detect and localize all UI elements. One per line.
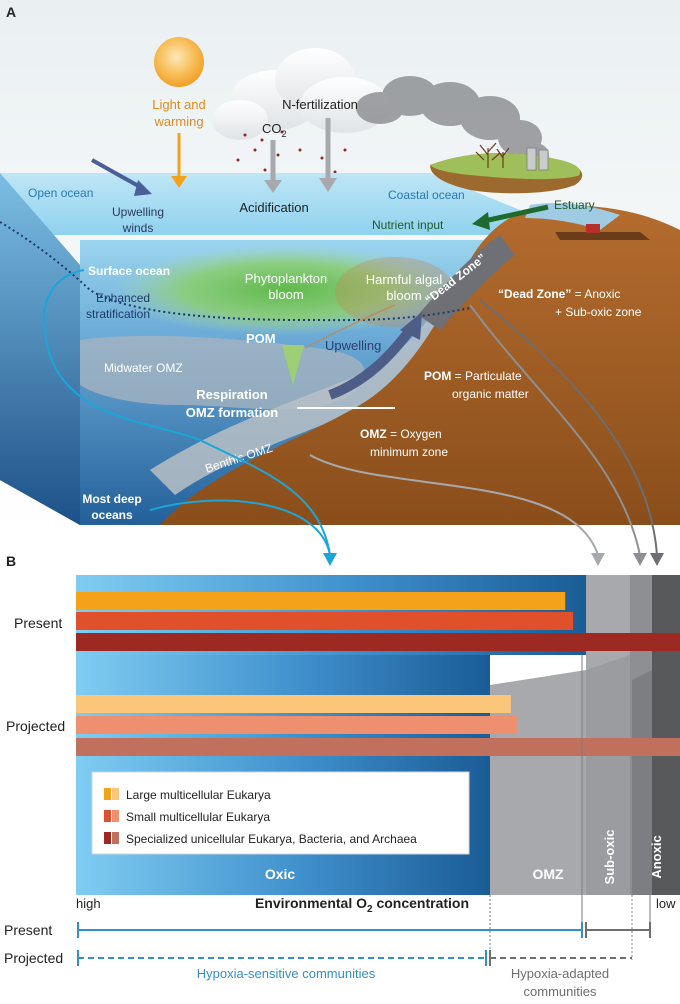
present-bar-small: [76, 612, 574, 630]
svg-text:bloom: bloom: [386, 288, 421, 303]
estuary-channel: [525, 203, 620, 230]
zone-label-suboxic: Sub-oxic: [602, 830, 617, 885]
present-bar-unicellular: [76, 633, 680, 651]
benthic-omz-connector: [309, 454, 599, 556]
present-bar-large: [76, 592, 566, 610]
smoke-plume: [356, 76, 549, 167]
row-label-present: Present: [14, 615, 62, 631]
timeline-label-projected: Projected: [4, 950, 63, 966]
svg-text:bloom: bloom: [268, 287, 303, 302]
legend-label: Small multicellular Eukarya: [126, 810, 270, 824]
hypoxia-adapted-label: Hypoxia-adapted: [511, 966, 609, 981]
dead-zone-connector-1: [469, 304, 641, 556]
nutrient-input-label: Nutrient input: [372, 218, 444, 232]
zone-label-oxic: Oxic: [265, 866, 296, 882]
coastal-ocean-label: Coastal ocean: [388, 188, 465, 202]
projected-bar-large: [76, 695, 511, 713]
svg-text:warming: warming: [153, 114, 203, 129]
zone-label-anoxic: Anoxic: [649, 835, 664, 878]
axis-high-label: high: [76, 896, 101, 911]
svg-text:OMZ formation: OMZ formation: [186, 405, 278, 420]
upwelling-winds-label: Upwelling: [112, 205, 164, 219]
continental-slope: [160, 205, 680, 525]
dead-zone-definition: “Dead Zone” = Anoxic: [498, 287, 620, 301]
svg-text:organic matter: organic matter: [452, 387, 529, 401]
deep-ocean-connector: [149, 499, 331, 556]
svg-text:winds: winds: [122, 221, 154, 235]
respiration-label: Respiration: [196, 387, 268, 402]
harmful-algal-bloom-label: Harmful algal: [366, 272, 443, 287]
axis-low-label: low: [656, 896, 676, 911]
stratification-line: [0, 221, 471, 322]
co2-label: CO2: [262, 121, 287, 139]
acidification-label: Acidification: [239, 200, 308, 215]
cloud-icon: [212, 48, 390, 140]
pom-label: POM: [246, 331, 276, 346]
stratification-label: Enhanced: [96, 291, 150, 305]
legend-swatch-dark: [104, 788, 111, 800]
legend-box: [91, 771, 470, 855]
estuary-label: Estuary: [554, 198, 595, 212]
legend-item: Specialized unicellular Eukarya, Bacteri…: [104, 832, 417, 846]
upwelling-label: Upwelling: [325, 338, 381, 353]
phytoplankton-label: Phytoplankton: [245, 271, 327, 286]
legend-label: Large multicellular Eukarya: [126, 788, 271, 802]
projected-bar-unicellular: [76, 738, 680, 756]
dead-zone-connector-2: [479, 299, 658, 556]
row-label-projected: Projected: [6, 718, 65, 734]
zone-label-omz: OMZ: [532, 866, 564, 882]
omz-definition: OMZ = Oxygen: [360, 427, 442, 441]
nutrient-input-arrow: [483, 204, 549, 224]
pom-arrow: [282, 345, 304, 385]
legend-swatch-dark: [104, 810, 111, 822]
legend-swatch-light: [112, 832, 119, 844]
ocean-surface: [0, 173, 540, 235]
svg-text:stratification: stratification: [86, 307, 150, 321]
svg-text:minimum zone: minimum zone: [370, 445, 448, 459]
legend-swatch-dark: [104, 832, 111, 844]
n-fertilization-label: N-fertilization: [282, 97, 358, 112]
svg-text:oceans: oceans: [91, 508, 133, 522]
legend-swatch-light: [112, 788, 119, 800]
tractor-icon: [586, 224, 600, 233]
open-ocean-label: Open ocean: [28, 186, 93, 200]
pom-definition: POM = Particulate: [424, 369, 522, 383]
tree-icon: [475, 142, 510, 168]
hypoxia-sensitive-label: Hypoxia-sensitive communities: [197, 966, 376, 981]
upwelling-winds-arrow: [91, 158, 143, 190]
phytoplankton-bloom: [115, 245, 455, 335]
legend-label: Specialized unicellular Eukarya, Bacteri…: [126, 832, 417, 846]
axis-title: Environmental O2 concentration: [255, 895, 469, 915]
svg-text:+ Sub-oxic zone: + Sub-oxic zone: [555, 305, 642, 319]
timeline-label-present: Present: [4, 922, 52, 938]
legend-swatch-light: [112, 810, 119, 822]
projected-bar-small: [76, 716, 517, 734]
surface-ocean-label: Surface ocean: [88, 264, 170, 278]
benthic-omz: [150, 305, 470, 495]
upwelling-arrow: [328, 326, 414, 400]
deep-oceans-label: Most deep: [82, 492, 141, 506]
anoxic-zone: [652, 655, 680, 895]
legend-item: Large multicellular Eukarya: [104, 788, 271, 802]
farm-field: [555, 232, 650, 240]
factory-chimney-icon: [526, 147, 549, 171]
surface-ocean-connector: [43, 269, 331, 556]
dead-zone-band: [418, 235, 515, 330]
panel-a-letter: A: [6, 4, 16, 20]
midwater-omz-label: Midwater OMZ: [104, 361, 183, 375]
legend-item: Small multicellular Eukarya: [104, 810, 270, 824]
panel-b-letter: B: [6, 553, 16, 569]
svg-text:communities: communities: [524, 984, 597, 999]
organism-bars: [76, 592, 680, 756]
light-label: Light and: [152, 97, 206, 112]
sun-icon: [154, 37, 204, 87]
